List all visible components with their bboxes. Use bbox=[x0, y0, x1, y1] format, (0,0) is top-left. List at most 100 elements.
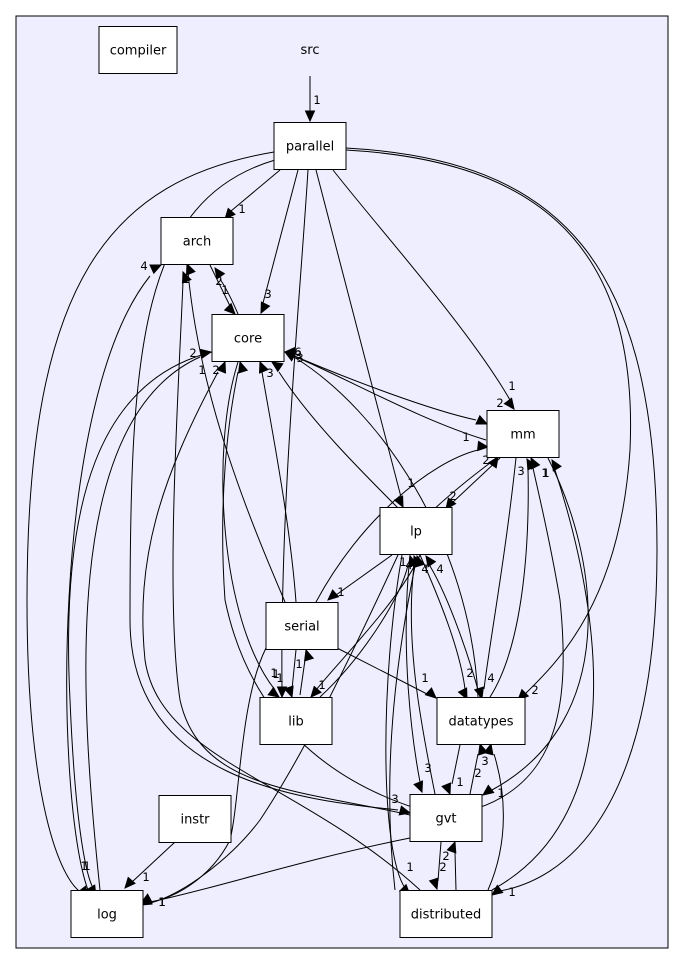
node-compiler[interactable]: compiler bbox=[98, 26, 178, 74]
edge-label: 6 bbox=[294, 345, 301, 359]
node-gvt[interactable]: gvt bbox=[409, 794, 483, 842]
node-box[interactable] bbox=[259, 697, 333, 745]
edge-log-to-core: 2 bbox=[85, 346, 213, 891]
edge-line bbox=[389, 565, 416, 891]
edge-label: 2 bbox=[439, 860, 446, 874]
edge-label: 1 bbox=[198, 363, 205, 377]
edge-mm-to-gvt: 1 bbox=[482, 457, 589, 800]
edge-line bbox=[429, 565, 481, 698]
edge-line bbox=[291, 649, 297, 690]
edge-label: 2 bbox=[189, 346, 196, 360]
edge-core-to-arch: 2 bbox=[214, 267, 239, 315]
node-box[interactable] bbox=[265, 602, 339, 650]
edge-line bbox=[142, 371, 421, 891]
node-instr[interactable]: instr bbox=[158, 795, 232, 843]
edge-label: 2 bbox=[215, 274, 222, 288]
node-label: parallel bbox=[286, 140, 334, 155]
node-box[interactable] bbox=[399, 890, 493, 938]
edge-line bbox=[278, 371, 401, 511]
node-label: compiler bbox=[110, 44, 167, 59]
node-core[interactable]: core bbox=[211, 314, 285, 362]
edge-line bbox=[149, 647, 267, 903]
node-lp[interactable]: lp bbox=[379, 507, 453, 555]
edge-arrowhead bbox=[457, 687, 468, 701]
edge-label: 1 bbox=[313, 93, 320, 107]
edge-label: 3 bbox=[294, 348, 301, 362]
edge-line bbox=[491, 469, 595, 891]
edge-label: 1 bbox=[508, 885, 515, 899]
edge-arrowhead bbox=[224, 207, 236, 220]
edge-arch-to-core: 1 bbox=[209, 264, 236, 315]
edge-lp-to-gvt: 3 bbox=[405, 554, 432, 794]
node-lib[interactable]: lib bbox=[259, 697, 333, 745]
node-box[interactable] bbox=[158, 795, 232, 843]
edge-label: 1 bbox=[318, 678, 325, 692]
edge-arrowhead bbox=[199, 348, 213, 360]
edge-label: 3 bbox=[266, 366, 273, 380]
edge-label: 3 bbox=[424, 761, 431, 775]
node-parallel[interactable]: parallel bbox=[273, 122, 347, 170]
node-box[interactable] bbox=[98, 26, 178, 74]
edge-gvt-to-distributed: 2 bbox=[428, 841, 447, 891]
edge-line bbox=[219, 278, 239, 315]
edge-line bbox=[410, 565, 436, 795]
edge-line bbox=[336, 647, 428, 695]
edge-line bbox=[261, 371, 297, 603]
edge-label: 2 bbox=[531, 683, 538, 697]
edge-label: 1 bbox=[221, 283, 228, 297]
edge-src-to-parallel: 1 bbox=[304, 76, 321, 123]
node-box[interactable] bbox=[379, 507, 453, 555]
edge-label: 1 bbox=[407, 476, 414, 490]
edge-line bbox=[419, 554, 466, 690]
node-serial[interactable]: serial bbox=[265, 602, 339, 650]
node-box[interactable] bbox=[70, 890, 144, 938]
node-datatypes[interactable]: datatypes bbox=[436, 697, 526, 745]
node-label: distributed bbox=[411, 908, 482, 923]
edge-core-to-mm: 2 bbox=[284, 351, 504, 425]
edge-parallel-to-distributed: 1 bbox=[345, 147, 658, 899]
node-box[interactable] bbox=[211, 314, 285, 362]
edge-distributed-to-mm: 1 bbox=[491, 458, 595, 891]
node-box[interactable] bbox=[160, 217, 234, 265]
edge-arrowhead bbox=[185, 262, 196, 276]
edge-label: 1 bbox=[456, 775, 463, 789]
edge-distributed-to-core: 1 bbox=[142, 360, 421, 891]
edge-line bbox=[284, 351, 477, 421]
edge-line bbox=[222, 361, 276, 691]
edge-line bbox=[209, 264, 231, 307]
edge-line bbox=[315, 554, 421, 691]
edge-label: 4 bbox=[140, 259, 147, 273]
edge-line bbox=[483, 457, 517, 690]
edge-label: 2 bbox=[496, 396, 503, 410]
edges-layer: 1131112311122113241321123111311111163411… bbox=[26, 76, 658, 909]
edge-line bbox=[299, 659, 306, 696]
edge-label: 2 bbox=[466, 666, 473, 680]
edge-label: 2 bbox=[474, 766, 481, 780]
edge-log-to-arch: 4 bbox=[66, 259, 163, 891]
edge-arrowhead bbox=[149, 264, 163, 275]
node-arch[interactable]: arch bbox=[160, 217, 234, 265]
edge-label: 1 bbox=[337, 585, 344, 599]
node-box[interactable] bbox=[273, 122, 347, 170]
edge-gvt-to-mm: 1 bbox=[477, 456, 564, 809]
edge-label: 1 bbox=[276, 671, 283, 685]
edge-distributed-to-gvt: 2 bbox=[442, 840, 457, 891]
edge-arrowhead bbox=[258, 360, 269, 374]
node-distributed[interactable]: distributed bbox=[399, 890, 493, 938]
edge-label: 2 bbox=[442, 849, 449, 863]
edge-lp-to-core: 3 bbox=[270, 348, 401, 511]
node-log[interactable]: log bbox=[70, 890, 144, 938]
edge-line bbox=[187, 271, 286, 603]
edge-line bbox=[149, 837, 411, 903]
edge-distributed-to-lp: 4 bbox=[389, 554, 426, 891]
edge-line bbox=[230, 169, 281, 212]
node-mm[interactable]: mm bbox=[486, 410, 560, 458]
edge-line bbox=[85, 356, 201, 891]
edge-label: 1 bbox=[272, 667, 279, 681]
edge-arrowhead bbox=[446, 840, 457, 854]
edge-core-to-lib: 1 bbox=[222, 361, 280, 698]
edge-line bbox=[451, 744, 461, 785]
node-box[interactable] bbox=[436, 697, 526, 745]
node-box[interactable] bbox=[409, 794, 483, 842]
node-box[interactable] bbox=[486, 410, 560, 458]
